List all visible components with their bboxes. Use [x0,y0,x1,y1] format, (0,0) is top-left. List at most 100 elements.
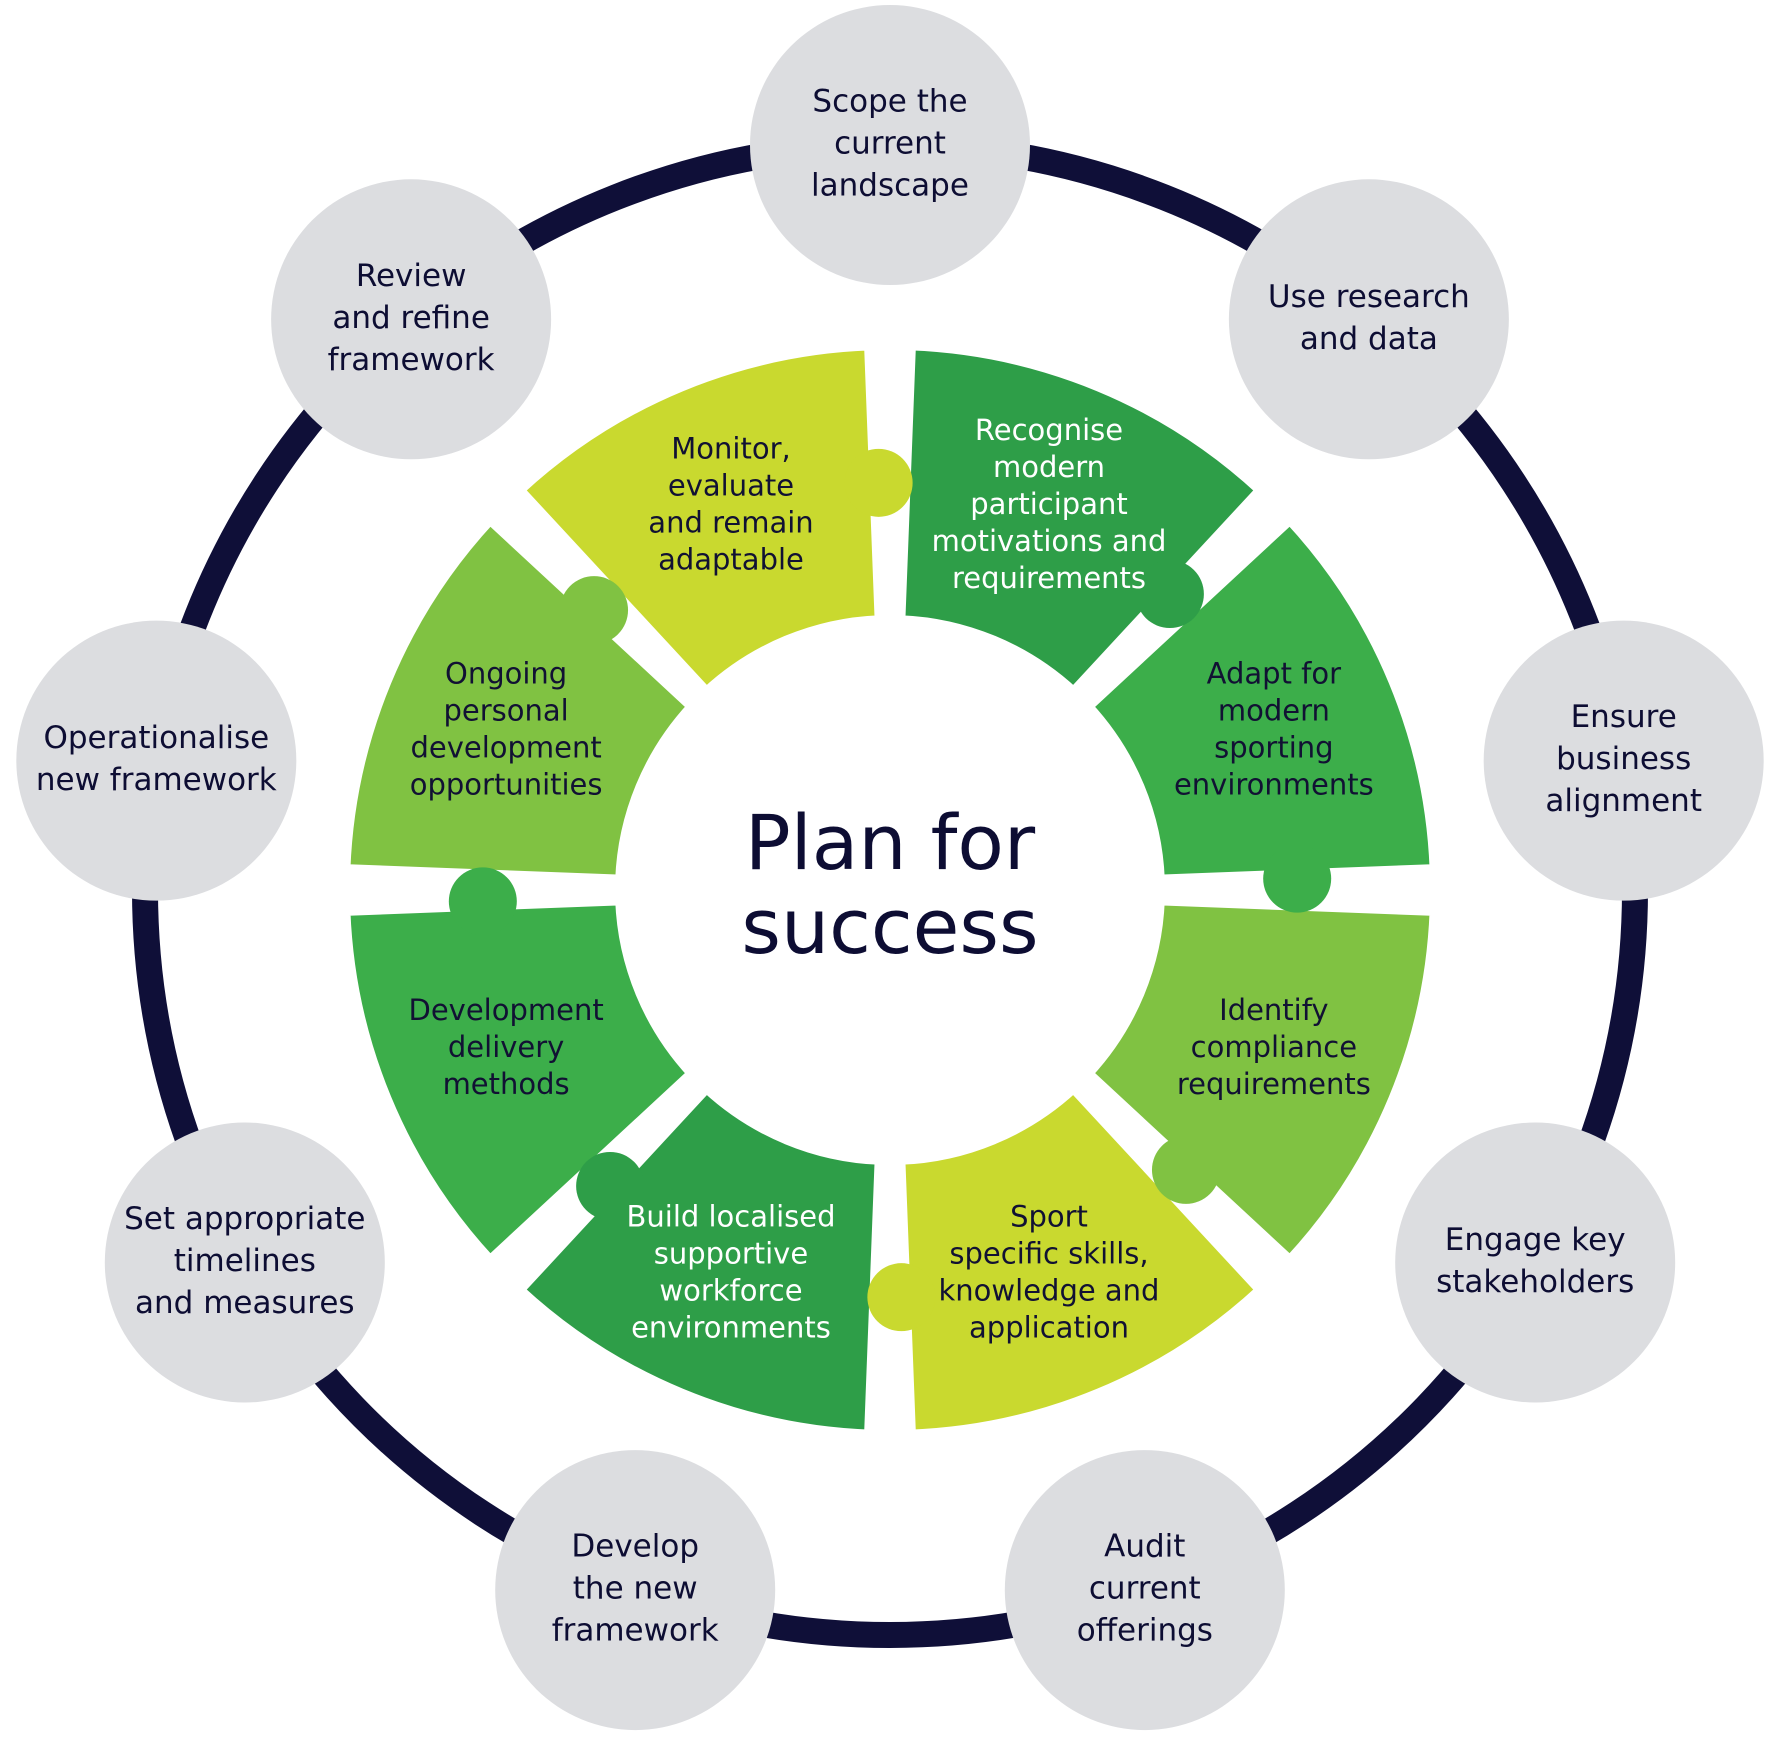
outer-step-label-develop-line: the new [573,1571,698,1607]
outer-step-label-research-line: Use research [1268,279,1470,315]
segment-label-personal-dev-line: Ongoing [445,656,567,690]
puzzle-tab [448,867,517,936]
segment-compliance [1083,895,1440,1266]
puzzle-tab [844,448,913,517]
outer-step-label-timelines: Set appropriate timelines and measures [124,1201,365,1321]
segment-label-sport-skills-line: application [969,1310,1129,1344]
outer-step-label-scope-line: current [834,126,946,162]
outer-step-label-scope-line: landscape [811,168,969,204]
segment-label-delivery-line: methods [443,1067,570,1101]
outer-step-label-review: Review and refine framework [328,258,495,378]
segment-label-recognise-line: modern [993,450,1105,484]
puzzle-tab [1151,1135,1220,1204]
outer-step-circle [1228,179,1509,460]
segment-label-recognise-line: requirements [952,561,1146,595]
segment-label-adapt-line: sporting [1214,730,1333,764]
outer-step-label-alignment-line: alignment [1545,783,1702,819]
outer-step-circle [271,179,552,460]
outer-step-operationalise: Operationalise new framework [16,620,297,901]
outer-step-label-operationalise: Operationalise new framework [36,720,277,798]
outer-step-alignment: Ensure business alignment [1483,620,1764,901]
outer-step-circle [16,620,297,901]
outer-step-label-operationalise-line: Operationalise [43,720,269,756]
outer-step-label-audit-line: Audit [1104,1529,1185,1565]
puzzle-tab [1135,560,1204,629]
segment-label-monitor-line: adaptable [658,543,804,577]
segment-label-personal-dev-line: personal [444,693,569,727]
puzzle-tab [1263,844,1332,913]
segment-label-personal-dev-line: development [410,730,601,764]
segment-label-personal-dev-line: opportunities [410,767,603,801]
segment-label-workforce-line: workforce [659,1273,802,1307]
segment-label-adapt-line: modern [1218,693,1330,727]
outer-step-label-alignment: Ensure business alignment [1545,699,1702,819]
center-title-line: success [741,882,1038,971]
segment-label-workforce-line: supportive [654,1236,808,1270]
outer-step-audit: Audit current offerings [1004,1450,1285,1731]
outer-step-circle [495,1450,776,1731]
segment-label-adapt-line: Adapt for [1207,656,1341,690]
segment-label-monitor-line: and remain [648,506,813,540]
outer-step-label-audit: Audit current offerings [1077,1529,1213,1649]
outer-step-circle [1395,1122,1676,1403]
segment-label-sport-skills-line: specific skills, [949,1236,1148,1270]
segment-label-compliance-line: requirements [1177,1067,1371,1101]
outer-step-label-scope: Scope the current landscape [811,84,969,204]
segment-monitor [514,340,885,697]
outer-step-label-review-line: and refine [332,300,490,336]
outer-step-label-audit-line: current [1089,1571,1201,1607]
segment-label-monitor-line: Monitor, [671,432,790,466]
segment-label-recognise-line: Recognise [975,413,1123,447]
segment-label-sport-skills-line: knowledge and [939,1273,1160,1307]
segment-delivery [340,895,697,1266]
outer-step-review: Review and refine framework [271,179,552,460]
segment-workforce [514,1083,885,1440]
segment-label-workforce-line: Build localised [626,1199,835,1233]
outer-step-label-timelines-line: and measures [135,1285,355,1321]
outer-step-circle [1004,1450,1285,1731]
center-title-line: Plan for [745,798,1036,887]
outer-step-circle [750,5,1030,285]
outer-step-label-review-line: Review [356,258,467,294]
puzzle-tab [867,1263,936,1332]
outer-step-label-timelines-line: Set appropriate [124,1201,365,1237]
outer-step-circle [1483,620,1764,901]
outer-step-label-audit-line: offerings [1077,1613,1213,1649]
segment-personal-dev [340,514,697,885]
outer-step-circle [104,1122,385,1403]
segment-label-recognise-line: participant [970,487,1127,521]
puzzle-tab [576,1151,645,1220]
segment-label-compliance-line: compliance [1191,1030,1357,1064]
segment-label-sport-skills-line: Sport [1010,1199,1088,1233]
segment-label-recognise-line: motivations and [932,524,1167,558]
outer-step-label-operationalise-line: new framework [36,762,277,798]
outer-step-label-timelines-line: timelines [174,1243,316,1279]
outer-step-label-review-line: framework [328,342,495,378]
outer-step-label-alignment-line: Ensure [1571,699,1677,735]
outer-step-label-develop-line: Develop [571,1529,699,1565]
segment-label-workforce-line: environments [631,1310,831,1344]
segment-label-delivery-line: Development [409,993,604,1027]
segment-label-adapt-line: environments [1174,767,1374,801]
outer-step-label-alignment-line: business [1556,741,1691,777]
segment-adapt [1083,514,1440,885]
outer-step-label-scope-line: Scope the [812,84,967,120]
outer-step-label-stakeholders-line: stakeholders [1436,1264,1634,1300]
segment-label-compliance-line: Identify [1219,993,1328,1027]
outer-step-timelines: Set appropriate timelines and measures [104,1122,385,1403]
